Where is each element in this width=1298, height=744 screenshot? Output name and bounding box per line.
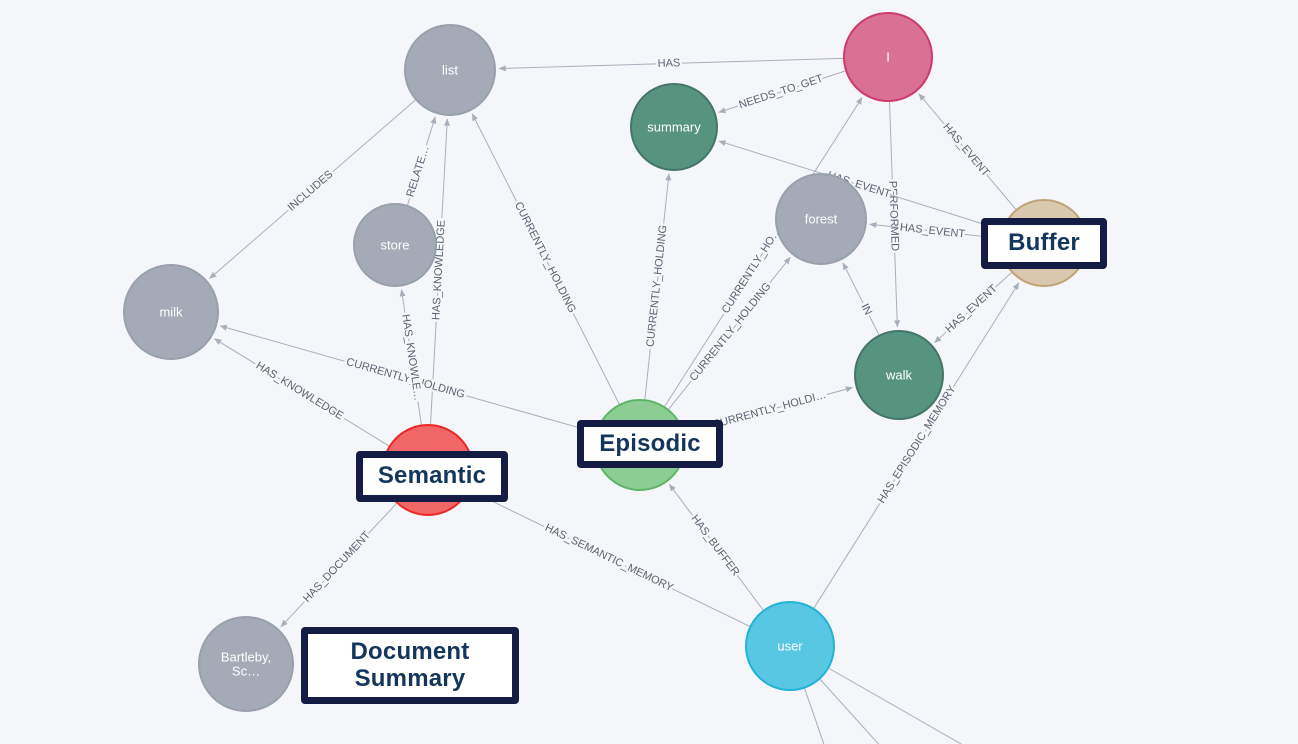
edge-i-summary[interactable] [718,70,846,114]
edge-label-i-list[interactable]: HAS [655,55,683,73]
node-walk[interactable]: walk [854,330,944,420]
node-label-walk: walk [885,368,913,383]
edge-i-list[interactable] [498,57,844,72]
annotation-semantic: Semantic [356,451,508,502]
edge-episodic-i[interactable] [664,97,863,407]
node-label-forest: forest [805,212,838,227]
edge-semantic-list[interactable] [430,118,450,425]
edge-episodic-summary[interactable] [644,173,672,400]
node-user[interactable]: user [745,601,835,691]
node-summary[interactable]: summary [630,83,718,171]
edge-user-offscreen[interactable] [804,688,838,744]
edge-user-buffer[interactable] [813,282,1020,609]
node-label-list: list [442,63,458,78]
node-list[interactable]: list [404,24,496,116]
node-label-summary: summary [647,120,701,135]
edge-semantic-store[interactable] [399,289,422,425]
node-label-doc: Bartleby,Sc… [221,650,271,679]
edge-episodic-list[interactable] [471,113,620,405]
edge-buffer-forest[interactable] [869,221,1001,239]
node-label-store: store [381,238,410,253]
edge-episodic-milk[interactable] [219,324,596,433]
edge-semantic-milk[interactable] [214,338,390,447]
edge-list-milk[interactable] [209,99,416,279]
node-doc[interactable]: Bartleby,Sc… [198,616,294,712]
edge-buffer-i[interactable] [918,93,1017,210]
edge-episodic-forest[interactable] [668,256,791,410]
edge-buffer-summary[interactable] [718,140,1003,231]
edge-i-walk[interactable] [889,101,901,328]
annotation-episodic: Episodic [577,420,723,468]
edge-walk-forest[interactable] [842,262,880,335]
edge-user-semantic[interactable] [471,490,750,627]
edge-store-list[interactable] [407,116,437,206]
edge-semantic-doc[interactable] [280,503,397,628]
edge-user-offscreen[interactable] [828,667,975,744]
node-forest[interactable]: forest [775,173,867,265]
edge-buffer-walk[interactable] [934,272,1012,344]
node-label-milk: milk [159,305,183,320]
node-label-i: I [886,50,890,65]
edge-user-offscreen[interactable] [819,679,902,744]
node-store[interactable]: store [353,203,437,287]
node-label-user: user [777,639,803,654]
node-i[interactable]: I [843,12,933,102]
annotation-document-summary: Document Summary [301,627,519,704]
edge-user-episodic[interactable] [668,483,764,611]
node-milk[interactable]: milk [123,264,219,360]
annotation-buffer: Buffer [981,218,1107,269]
